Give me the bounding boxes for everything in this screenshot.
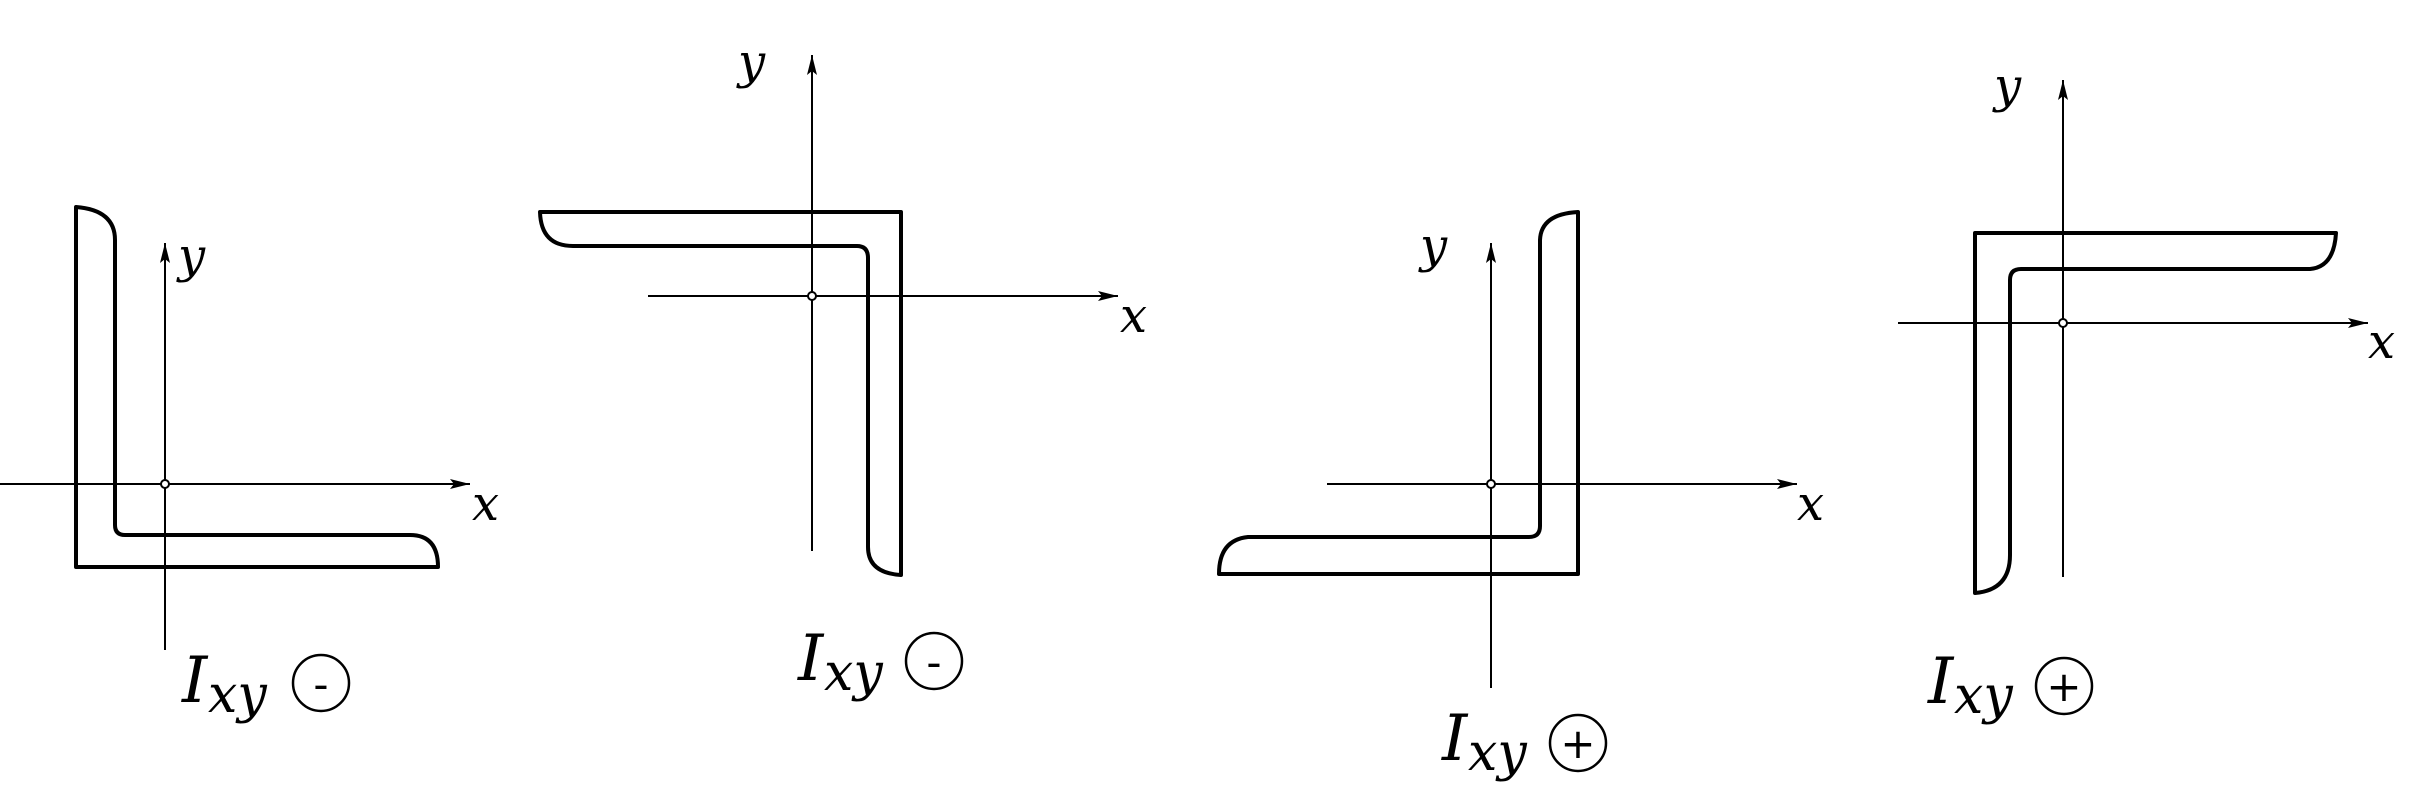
- panel-2: x y I xy -: [538, 34, 1147, 703]
- caption-sub-3: xy: [1468, 723, 1527, 783]
- y-axis-label-3: y: [1418, 218, 1448, 274]
- caption-i-2: I: [797, 622, 825, 696]
- centroid-2: [807, 291, 817, 301]
- sign-2: -: [926, 638, 941, 687]
- caption-sub-4: xy: [1954, 666, 2013, 726]
- caption-sub-1: xy: [208, 665, 267, 725]
- x-axis-label-2: x: [1120, 288, 1147, 344]
- caption-i-3: I: [1441, 702, 1469, 776]
- y-axis-label-2: y: [736, 34, 766, 90]
- y-axis-label-4: y: [1992, 58, 2022, 114]
- panel-1: x y I xy -: [0, 205, 499, 725]
- x-axis-label-4: x: [2368, 314, 2395, 370]
- sign-4: +: [2046, 662, 2081, 711]
- panel-3: x y I xy +: [1217, 210, 1824, 783]
- sign-circle-3: [1548, 713, 1608, 773]
- panel-4: x y I xy +: [1898, 58, 2395, 726]
- sign-circle-1: [291, 653, 351, 713]
- caption-sub-2: xy: [824, 643, 883, 703]
- angle-section-4: [1973, 231, 2338, 595]
- angle-section-3: [1217, 210, 1580, 576]
- caption-i-4: I: [1927, 645, 1955, 719]
- sign-circle-4: [2034, 656, 2094, 716]
- centroid-3: [1486, 479, 1496, 489]
- x-axis-label-3: x: [1797, 476, 1824, 532]
- sign-1: -: [313, 660, 328, 709]
- sign-3: +: [1560, 719, 1595, 768]
- y-axis-label-1: y: [176, 228, 206, 284]
- caption-i-1: I: [181, 644, 209, 718]
- x-axis-label-1: x: [472, 476, 499, 532]
- centroid-1: [160, 479, 170, 489]
- centroid-4: [2058, 318, 2068, 328]
- angle-section-1: [74, 205, 440, 569]
- sign-circle-2: [904, 631, 964, 691]
- angle-section-2: [538, 210, 903, 577]
